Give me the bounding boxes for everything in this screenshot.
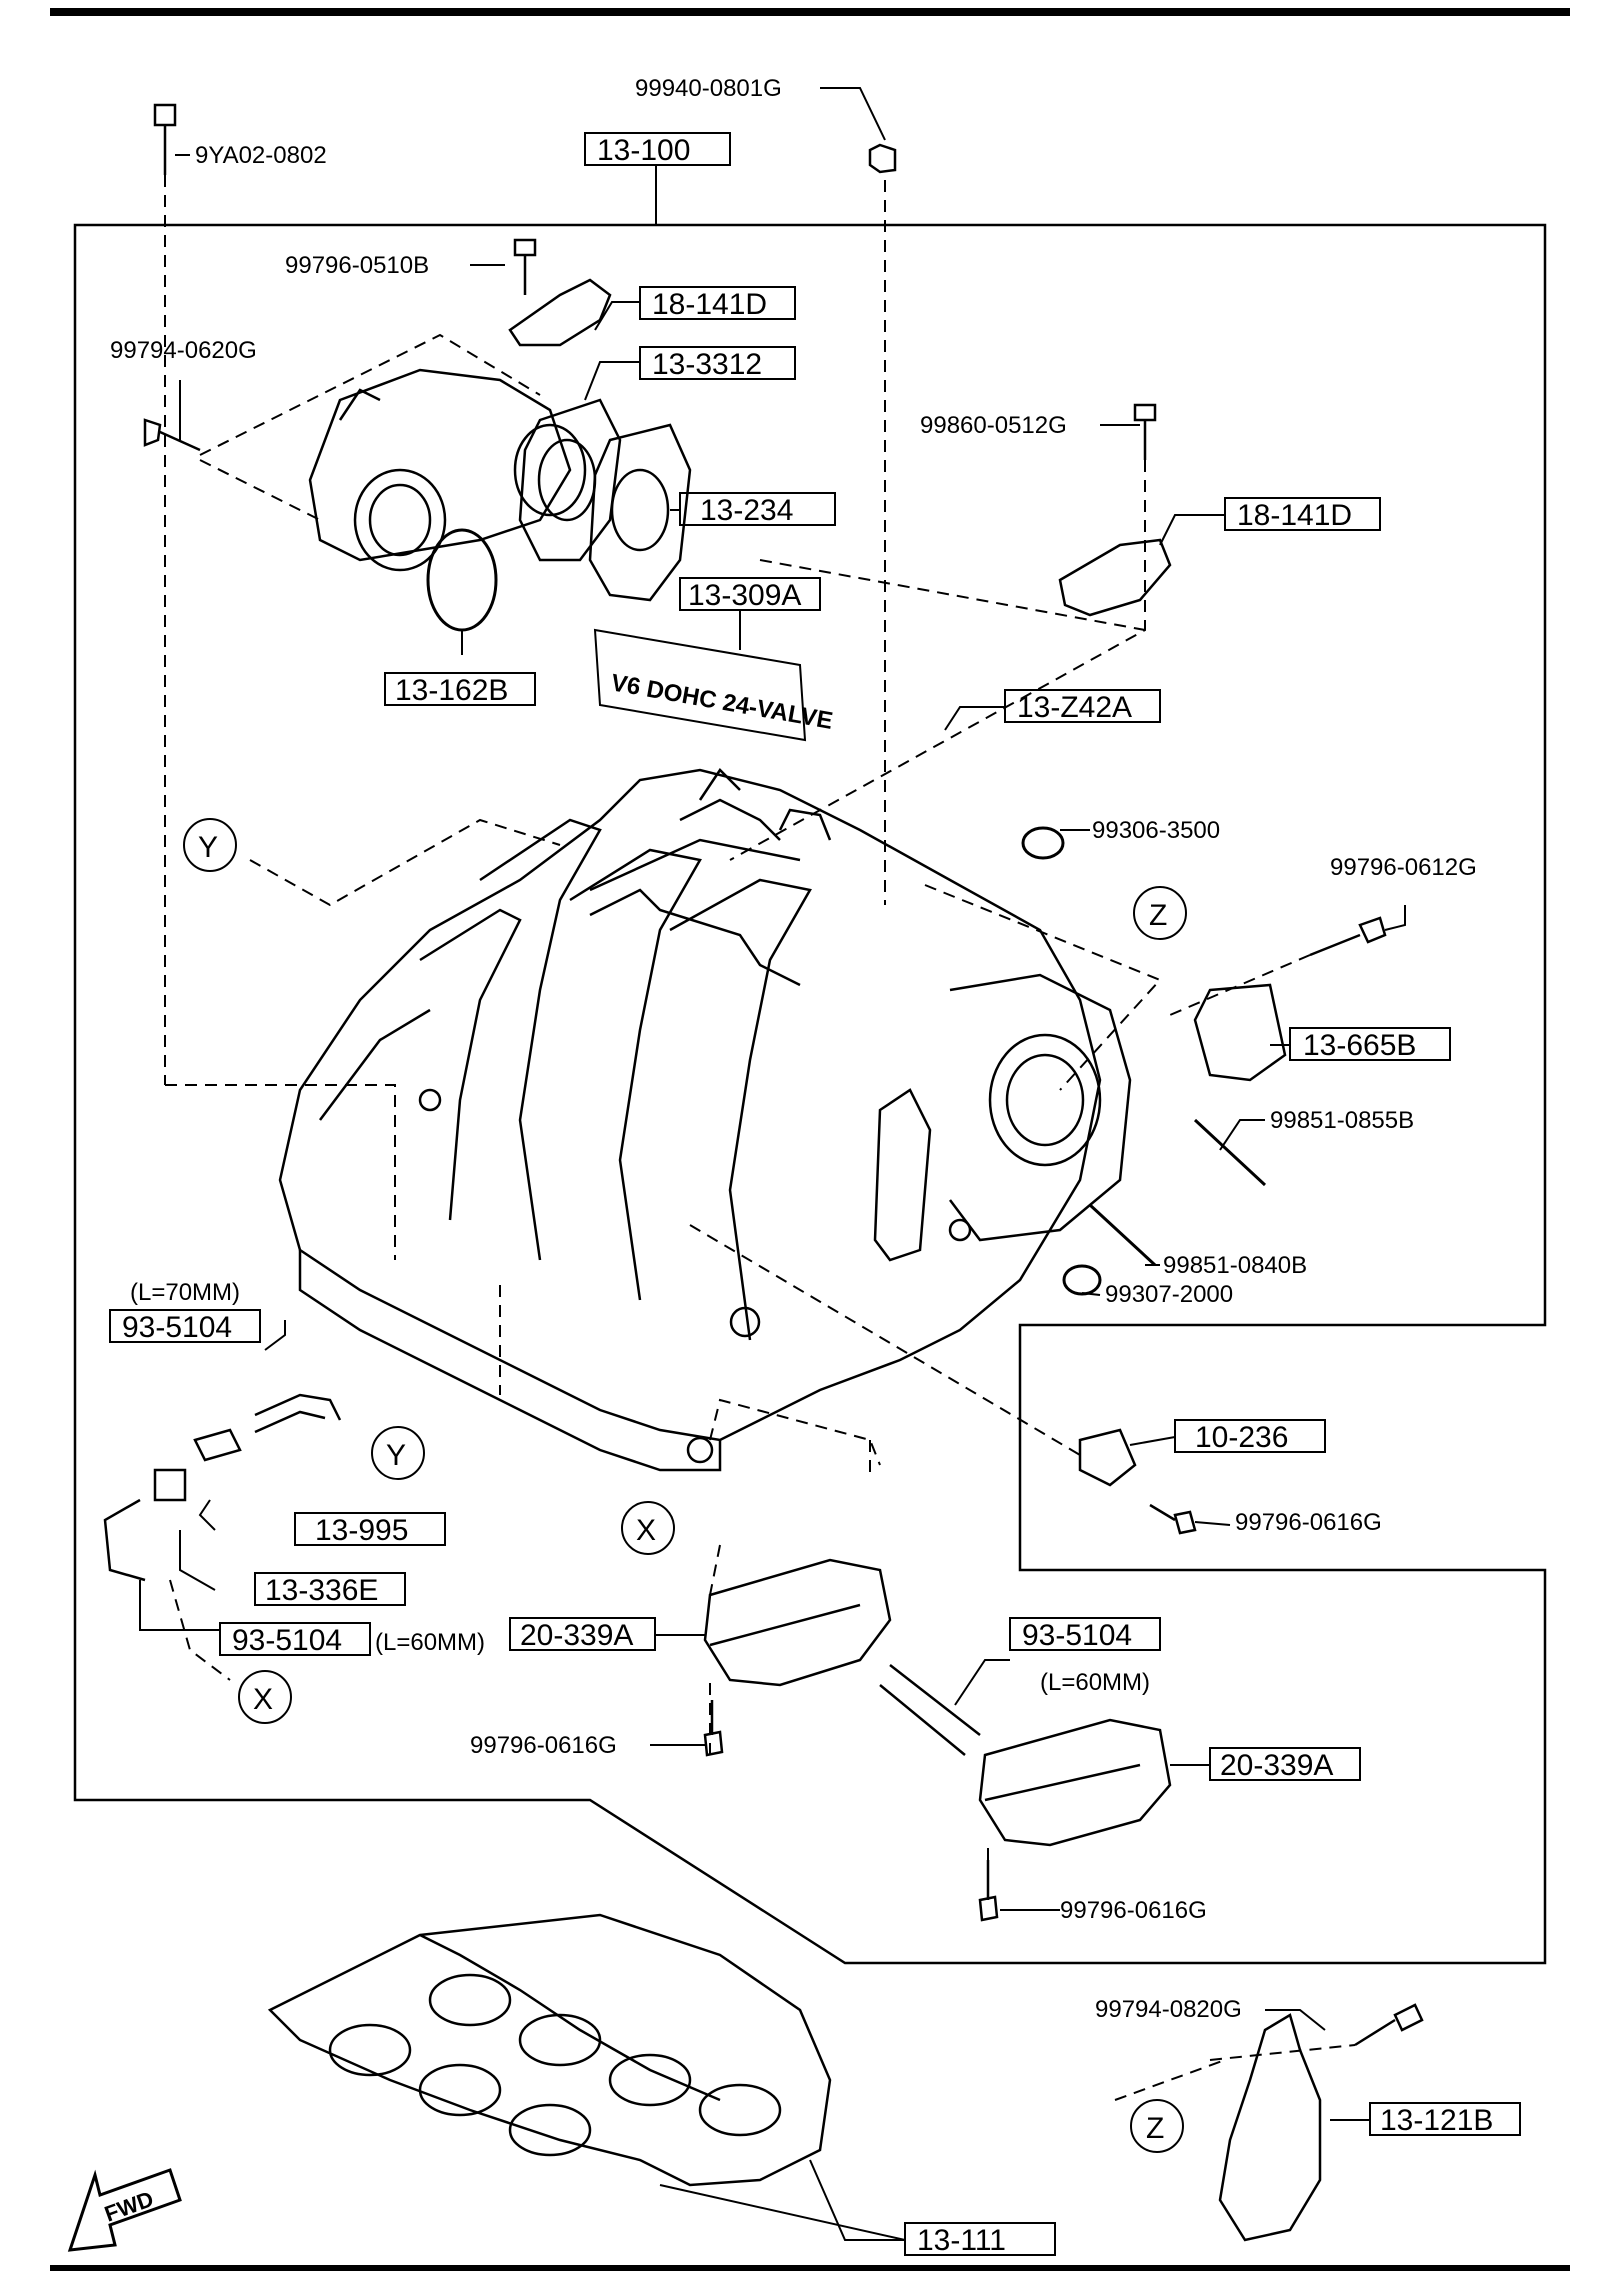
label-13-234: 13-234 [700, 494, 793, 527]
label-13-3312: 13-3312 [652, 348, 762, 381]
pn-99794-0820G: 99794-0820G [1095, 1996, 1242, 2023]
label-13-309A: 13-309A [688, 579, 801, 612]
manifold-body [278, 768, 1132, 1472]
pn-99306-3500: 99306-3500 [1092, 817, 1220, 844]
part-number-texts: 99940-0801G 9YA02-0802 99796-0510B 99794… [110, 75, 1477, 2023]
bolts [143, 103, 1424, 2047]
assembly-outline [73, 223, 1547, 1965]
label-boxes [109, 132, 1521, 2256]
gasket-13-3312 [518, 398, 622, 562]
air-intake-elbow [308, 368, 587, 572]
length-note-60mm-mid: (L=60MM) [1040, 1669, 1150, 1696]
marker-Y-upper: Y [198, 831, 218, 864]
pn-99860-0512G: 99860-0512G [920, 412, 1067, 439]
label-13-Z42A: 13-Z42A [1017, 691, 1132, 724]
stud-bolts [1021, 826, 1267, 1296]
label-13-121B: 13-121B [1380, 2104, 1493, 2137]
label-18-141D-upper: 18-141D [652, 288, 767, 321]
oil-separator-upper [703, 1558, 892, 1687]
marker-Y-lower: Y [386, 1439, 406, 1472]
label-13-162B: 13-162B [395, 674, 508, 707]
pn-99940-0801G: 99940-0801G [635, 75, 782, 102]
pn-99796-0510B: 99796-0510B [285, 252, 429, 279]
label-93-5104-top: 93-5104 [122, 1311, 232, 1344]
gasket-13-111 [267, 1913, 832, 2187]
label-10-236: 10-236 [1195, 1421, 1288, 1454]
pn-99796-0616G-lower: 99796-0616G [1060, 1897, 1207, 1924]
marker-X-lower: X [253, 1683, 273, 1716]
bracket-10-236 [1078, 1428, 1137, 1487]
label-13-100: 13-100 [597, 134, 690, 167]
bracket-13-121B [1218, 2013, 1322, 2242]
emblem-13-309A: V6 DOHC 24-VALVE [593, 628, 835, 742]
marker-Z-lower: Z [1146, 2112, 1164, 2145]
top-border-bar [50, 8, 1570, 16]
label-13-995: 13-995 [315, 1514, 408, 1547]
label-93-5104-left: 93-5104 [232, 1624, 342, 1657]
label-13-665B: 13-665B [1303, 1029, 1416, 1062]
length-note-60mm-left: (L=60MM) [375, 1629, 485, 1656]
bottom-border-bar [50, 2265, 1570, 2271]
fwd-arrow: FWD [67, 2168, 182, 2252]
pn-99851-0855B: 99851-0855B [1270, 1107, 1414, 1134]
pn-99796-0616G-mid: 99796-0616G [470, 1732, 617, 1759]
pn-99794-0620G: 99794-0620G [110, 337, 257, 364]
pn-99851-0840B: 99851-0840B [1163, 1252, 1307, 1279]
label-93-5104-mid: 93-5104 [1022, 1619, 1132, 1652]
label-13-111: 13-111 [917, 2224, 1006, 2257]
bracket-13-665B [1193, 983, 1287, 1082]
pn-99307-2000: 99307-2000 [1105, 1281, 1233, 1308]
solid-leader-lines [139, 87, 1406, 2241]
oil-separator-lower [978, 1718, 1172, 1847]
label-20-339A-lower: 20-339A [1220, 1749, 1333, 1782]
label-13-336E: 13-336E [265, 1574, 378, 1607]
dashed-reference-lines [164, 175, 1356, 2101]
pcv-hoses [103, 1393, 342, 1582]
reference-markers: Y Y X X Z Z [183, 818, 1187, 2153]
marker-Z-upper: Z [1149, 899, 1167, 932]
o-ring-13-162B [426, 528, 498, 632]
clip-18-141D-upper [508, 278, 612, 347]
label-20-339A-upper: 20-339A [520, 1619, 633, 1652]
hose-93-5104-mid [879, 1664, 981, 1756]
length-note-70mm: (L=70MM) [130, 1279, 240, 1306]
box-label-texts: 13-100 18-141D 13-3312 13-234 13-309A 13… [122, 134, 1493, 2257]
pn-9YA02-0802: 9YA02-0802 [195, 142, 327, 169]
label-18-141D-right: 18-141D [1237, 499, 1352, 532]
pn-99796-0616G-right: 99796-0616G [1235, 1509, 1382, 1536]
marker-X-upper: X [636, 1514, 656, 1547]
pn-99796-0612G: 99796-0612G [1330, 854, 1477, 881]
clip-18-141D-right [1058, 538, 1172, 617]
gasket-13-234 [588, 423, 692, 602]
